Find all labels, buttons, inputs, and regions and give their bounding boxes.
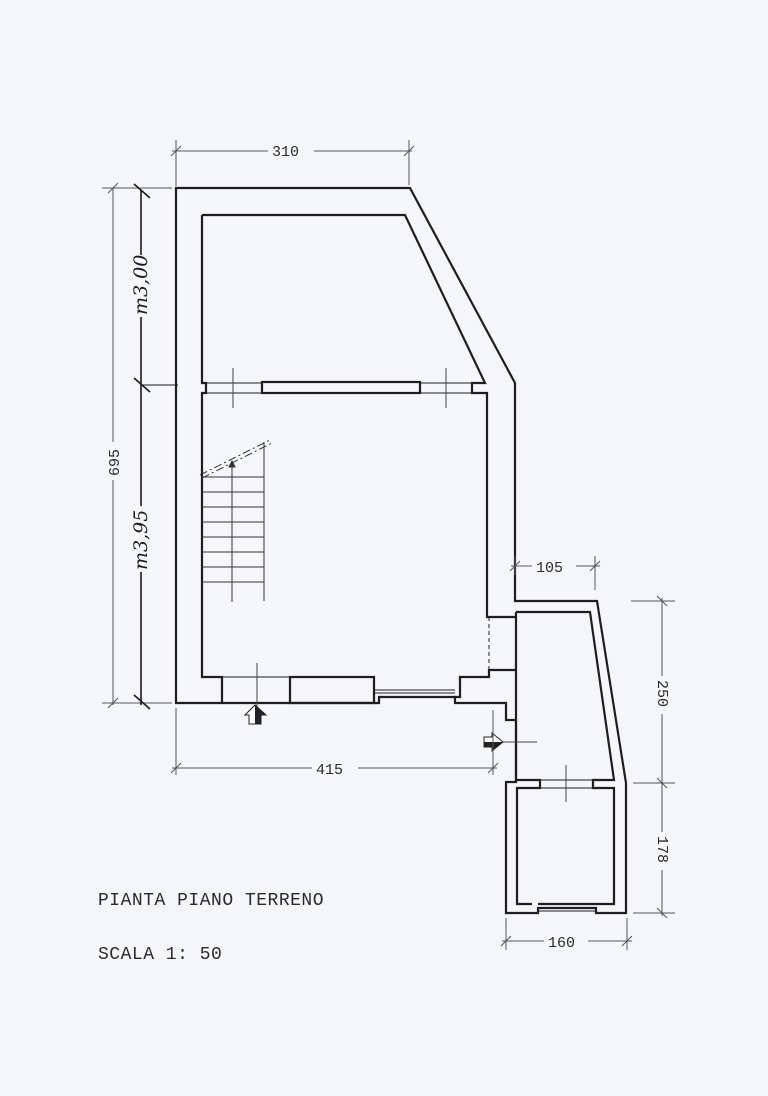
upper-room-left-inner-wall (200, 215, 224, 703)
upper-room-inner-wall (202, 213, 515, 619)
dim-top-width: 310 (272, 144, 299, 161)
walls (174, 186, 628, 915)
handwritten-upper-height: m3,00 (130, 255, 152, 315)
dim-bottom-width: 415 (316, 762, 343, 779)
staircase (199, 439, 273, 602)
dim-annex-lower-height: 178 (653, 836, 670, 863)
bottom-wall-segment (288, 675, 376, 705)
plan-title: PIANTA PIANO TERRENO (98, 891, 325, 911)
dim-annex-upper-height: 250 (653, 680, 670, 707)
dimension-lines (102, 140, 675, 950)
entrance-arrow-icon (243, 704, 268, 725)
partition-wall (260, 380, 422, 395)
dim-annex-offset: 105 (536, 560, 563, 577)
dim-annex-width: 160 (548, 935, 575, 952)
annex-inner-wall (514, 610, 616, 906)
plan-scale: SCALA 1: 50 (98, 945, 223, 965)
main-outer-wall (174, 186, 628, 915)
handwritten-lower-height: m3,95 (130, 510, 152, 570)
dim-total-height: 695 (107, 449, 124, 476)
bottom-window (222, 676, 455, 694)
